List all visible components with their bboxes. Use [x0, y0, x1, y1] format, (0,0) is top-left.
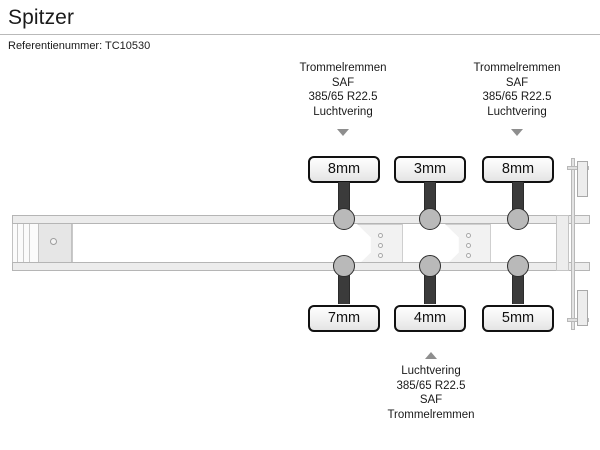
callout-bottom-line3: SAF	[419, 394, 443, 406]
callout-top-right-line3: 385/65 R22.5	[482, 91, 552, 103]
bracket-hole-2	[466, 243, 471, 248]
tread-badge-top-axle-3: 8mm	[482, 156, 554, 183]
callout-top-right-line4: Luchtvering	[487, 105, 547, 118]
callout-bottom-center: Luchtvering 385/65 R22.5 SAF Trommelremm…	[346, 364, 516, 422]
front-frame-line-2	[23, 223, 24, 267]
wheel-hub-axle-3-bottom	[507, 255, 529, 277]
callout-top-left-line4: Luchtvering	[313, 105, 373, 118]
callout-top-left: Trommelremmen SAF 385/65 R22.5 Luchtveri…	[258, 61, 428, 119]
callout-top-left-line3: 385/65 R22.5	[308, 91, 378, 103]
tread-badge-bottom-axle-1: 7mm	[308, 305, 380, 332]
wheel-hub-axle-2-top	[419, 208, 441, 230]
bracket-hole-1	[466, 233, 471, 238]
kingpin-block	[38, 223, 72, 267]
callout-bottom-line2: 385/65 R22.5	[396, 379, 466, 392]
rear-post	[571, 158, 575, 330]
arrow-up-icon	[425, 352, 437, 359]
callout-top-left-line1: Trommelremmen	[299, 62, 387, 74]
bogie-bracket-1	[357, 224, 403, 266]
callout-bottom-line4: Trommelremmen	[387, 408, 475, 421]
arrow-down-icon	[511, 129, 523, 136]
bogie-bracket-2	[445, 224, 491, 266]
tread-badge-bottom-axle-2: 4mm	[394, 305, 466, 332]
front-frame-line-3	[29, 223, 30, 267]
callout-top-right-line2: SAF	[505, 76, 529, 89]
bracket-hole-2	[378, 243, 383, 248]
bracket-hole-3	[378, 253, 383, 258]
chassis-body	[12, 222, 590, 268]
bracket-hole-1	[378, 233, 383, 238]
wheel-hub-axle-3-top	[507, 208, 529, 230]
kingpin-circle-icon	[50, 238, 57, 245]
front-frame-line-1	[17, 223, 18, 267]
callout-top-left-line2: SAF	[331, 76, 355, 89]
chassis-rail-bottom	[12, 262, 590, 271]
wheel-hub-axle-2-bottom	[419, 255, 441, 277]
wheel-hub-axle-1-bottom	[333, 255, 355, 277]
callout-top-right-line1: Trommelremmen	[473, 62, 561, 74]
rear-light-top	[577, 161, 588, 197]
wheel-hub-axle-1-top	[333, 208, 355, 230]
tread-badge-top-axle-2: 3mm	[394, 156, 466, 183]
tread-badge-top-axle-1: 8mm	[308, 156, 380, 183]
page-title: Spitzer	[8, 6, 75, 29]
reference-number: Referentienummer: TC10530	[8, 40, 151, 52]
callout-top-right: Trommelremmen SAF 385/65 R22.5 Luchtveri…	[432, 61, 600, 119]
rear-column	[556, 215, 569, 271]
chassis-rail-top	[12, 215, 590, 224]
rear-light-bottom	[577, 290, 588, 326]
arrow-down-icon	[337, 129, 349, 136]
tread-badge-bottom-axle-3: 5mm	[482, 305, 554, 332]
callout-bottom-line1: Luchtvering	[401, 365, 461, 377]
header-divider	[0, 34, 600, 35]
bracket-hole-3	[466, 253, 471, 258]
